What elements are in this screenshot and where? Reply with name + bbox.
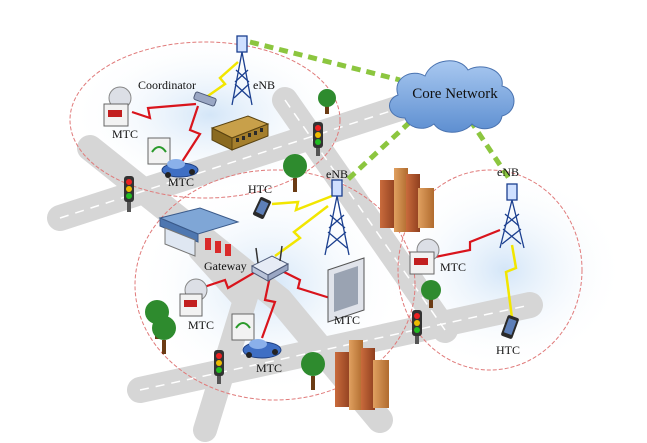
mtc-label-top-left-2: MTC bbox=[168, 175, 194, 189]
car-icon bbox=[242, 339, 282, 359]
traffic-light-icon bbox=[313, 122, 323, 156]
base-station-tower-icon bbox=[324, 179, 350, 256]
htc-links bbox=[204, 61, 518, 319]
cell-boundary-center bbox=[134, 169, 416, 401]
tree-icon bbox=[421, 280, 441, 308]
tree-icon bbox=[152, 316, 176, 354]
traffic-lights bbox=[124, 122, 422, 384]
smartphone-icon bbox=[501, 315, 519, 339]
coordinator-label: Coordinator bbox=[138, 78, 196, 92]
city-buildings-bottom bbox=[335, 340, 389, 410]
meter-icon bbox=[409, 238, 440, 275]
display-panel-icon bbox=[327, 257, 365, 323]
cloud-icon bbox=[389, 60, 515, 133]
cars bbox=[161, 159, 282, 359]
city-buildings-top-right bbox=[380, 168, 434, 232]
tree-icon bbox=[283, 154, 307, 192]
meter-icon bbox=[147, 137, 171, 165]
htc-label-right: HTC bbox=[496, 343, 520, 357]
cell-boundary-right bbox=[397, 169, 583, 371]
router-icon bbox=[193, 91, 217, 107]
mtc-links bbox=[131, 102, 501, 339]
traffic-light-icon bbox=[214, 350, 224, 384]
meter-icon bbox=[179, 278, 208, 317]
base-station-tower-icon bbox=[499, 183, 525, 249]
traffic-light-icon bbox=[412, 310, 422, 344]
router-icon bbox=[250, 245, 290, 282]
meter-icon bbox=[103, 86, 132, 127]
gateway-label: Gateway bbox=[204, 259, 247, 273]
backhaul-links bbox=[249, 39, 513, 184]
mtc-label-top-left-1: MTC bbox=[112, 127, 138, 141]
cell-boundary-top bbox=[69, 41, 341, 199]
htc-label-center: HTC bbox=[248, 182, 272, 196]
mtc-label-center-left-2: MTC bbox=[256, 361, 282, 375]
trees bbox=[145, 89, 441, 390]
enb-label-right: eNB bbox=[497, 165, 519, 179]
road-markings bbox=[59, 99, 531, 391]
tree-icon bbox=[318, 89, 336, 114]
smartphone-icon bbox=[252, 197, 272, 219]
tree-icon bbox=[301, 352, 325, 390]
mtc-label-center-right: MTC bbox=[334, 313, 360, 327]
enb-tower-right bbox=[499, 183, 525, 249]
coordinator-device bbox=[193, 91, 217, 107]
labels: Coordinator eNB MTC MTC eNB eNB HTC Gate… bbox=[112, 78, 520, 375]
enb-label-center: eNB bbox=[326, 167, 348, 181]
factory-building bbox=[210, 115, 270, 151]
meter-icon bbox=[231, 313, 255, 341]
mtc-label-right-cell: MTC bbox=[440, 260, 466, 274]
gas-station bbox=[158, 207, 240, 257]
gateway-router bbox=[250, 245, 290, 282]
car-icon bbox=[161, 159, 199, 178]
htc-devices bbox=[252, 197, 519, 339]
enb-tower-center bbox=[324, 179, 350, 256]
traffic-light-icon bbox=[124, 176, 134, 212]
cell-boundaries bbox=[69, 41, 583, 401]
base-station-tower-icon bbox=[231, 35, 253, 106]
enb-tower-top bbox=[231, 35, 253, 106]
core-network-cloud: Core Network bbox=[389, 60, 515, 133]
mtc-devices bbox=[103, 86, 440, 341]
mtc-label-center-left-1: MTC bbox=[188, 318, 214, 332]
enb-label-top: eNB bbox=[253, 78, 275, 92]
core-network-label: Core Network bbox=[412, 86, 498, 102]
